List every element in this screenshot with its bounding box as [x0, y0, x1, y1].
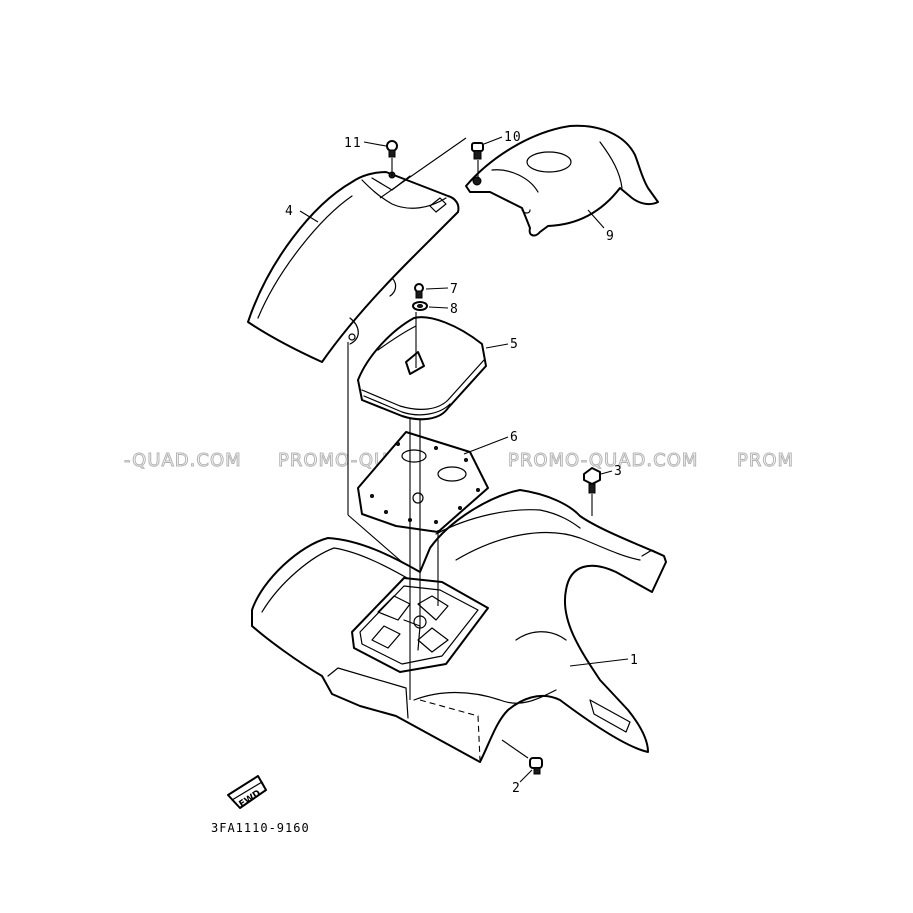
leader-lines [299, 136, 629, 783]
part-5-storage-lid [357, 316, 487, 421]
callout-8: 8 [450, 302, 459, 317]
fastener-10-bolt [471, 142, 484, 160]
callout-6: 6 [510, 430, 519, 445]
callout-10: 10 [504, 130, 522, 145]
callout-11: 11 [344, 136, 362, 151]
fastener-2-bolt [529, 757, 543, 775]
part-6-gasket-plate [357, 431, 489, 533]
fastener-7-bolt [414, 283, 424, 299]
fastener-3-bolt [583, 467, 601, 494]
forward-arrow-icon: FWD [227, 775, 267, 810]
callout-5: 5 [510, 337, 519, 352]
assembly-lines [347, 137, 593, 759]
callout-9: 9 [606, 229, 615, 244]
callout-1: 1 [630, 653, 639, 668]
watermark-right: PROM [737, 450, 794, 471]
fastener-8-washer [412, 301, 428, 311]
callout-labels: 11 10 4 7 8 5 6 3 1 9 2 [285, 130, 639, 796]
watermark-left: -QUAD.COM [124, 450, 242, 471]
callout-3: 3 [614, 464, 623, 479]
callout-7: 7 [450, 282, 459, 297]
part-1-rear-fender [251, 489, 667, 763]
callout-2: 2 [512, 781, 521, 796]
callout-4: 4 [285, 204, 294, 219]
watermark-center-right: PROMO-QUAD.COM [508, 450, 698, 471]
fastener-11-bolt [386, 140, 398, 158]
diagram-code: 3FA1110-9160 [211, 821, 310, 835]
part-9-fender-cover [465, 124, 659, 237]
